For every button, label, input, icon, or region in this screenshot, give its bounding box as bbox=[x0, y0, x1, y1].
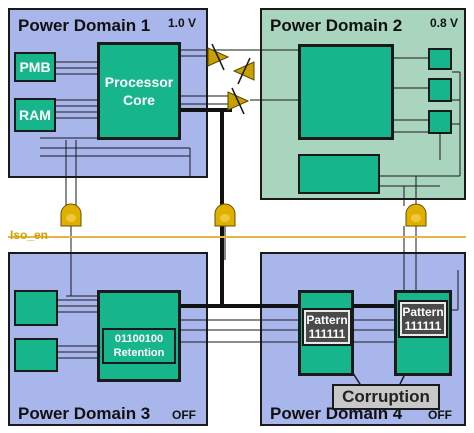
power-domain-1-voltage: 1.0 V bbox=[168, 16, 197, 30]
pattern-register-a: Pattern 111111 bbox=[302, 308, 352, 346]
pattern-b-label: Pattern bbox=[402, 305, 444, 319]
isolation-gate-3 bbox=[405, 203, 427, 227]
power-domain-1-title: Power Domain 1 bbox=[18, 16, 151, 35]
ram-label: RAM bbox=[19, 107, 51, 123]
pd2-bottom-block bbox=[298, 154, 380, 194]
processor-core-block: Processor Core bbox=[97, 42, 181, 140]
pd2-small-block-2 bbox=[428, 78, 452, 102]
power-domain-2-voltage: 0.8 V bbox=[430, 16, 459, 30]
level-shifter-2 bbox=[232, 57, 255, 85]
power-domain-2-title: Power Domain 2 bbox=[270, 16, 403, 35]
pd3-small-block-2 bbox=[14, 338, 58, 372]
level-shifter-1 bbox=[207, 43, 230, 71]
iso-en-label: Iso_en bbox=[10, 228, 49, 242]
pd2-small-block-3 bbox=[428, 110, 452, 134]
pmb-block: PMB bbox=[14, 52, 56, 82]
pd1-bus-wires bbox=[40, 61, 191, 206]
pattern-b-value: 111111 bbox=[404, 319, 442, 333]
pd2-small-block-1 bbox=[428, 48, 452, 70]
retention-value: 01100100 bbox=[114, 333, 164, 345]
power-domain-4-status: OFF bbox=[428, 408, 452, 422]
pattern-register-b: Pattern 111111 bbox=[398, 300, 448, 338]
pattern-a-label: Pattern bbox=[306, 313, 348, 327]
processor-label-line2: Core bbox=[123, 92, 155, 108]
pd1-pd2-wires bbox=[180, 49, 298, 105]
pd3-small-block-1 bbox=[14, 290, 58, 326]
retention-label: Retention bbox=[113, 347, 165, 359]
pattern-a-value: 111111 bbox=[308, 327, 346, 341]
power-domain-3-title: Power Domain 3 bbox=[18, 404, 151, 423]
corruption-label: Corruption bbox=[342, 387, 430, 406]
level-shifter-3 bbox=[227, 87, 250, 115]
isolation-gate-2 bbox=[214, 203, 236, 227]
retention-register: 01100100 Retention bbox=[102, 328, 176, 364]
corruption-callout: Corruption bbox=[332, 384, 440, 410]
power-domain-3-status: OFF bbox=[172, 408, 196, 422]
pmb-label: PMB bbox=[19, 59, 51, 75]
pd2-main-block bbox=[298, 44, 394, 140]
processor-label-line1: Processor bbox=[104, 74, 174, 90]
isolation-gate-1 bbox=[60, 203, 82, 227]
ram-block: RAM bbox=[14, 98, 56, 132]
pd3-wires bbox=[58, 299, 300, 359]
